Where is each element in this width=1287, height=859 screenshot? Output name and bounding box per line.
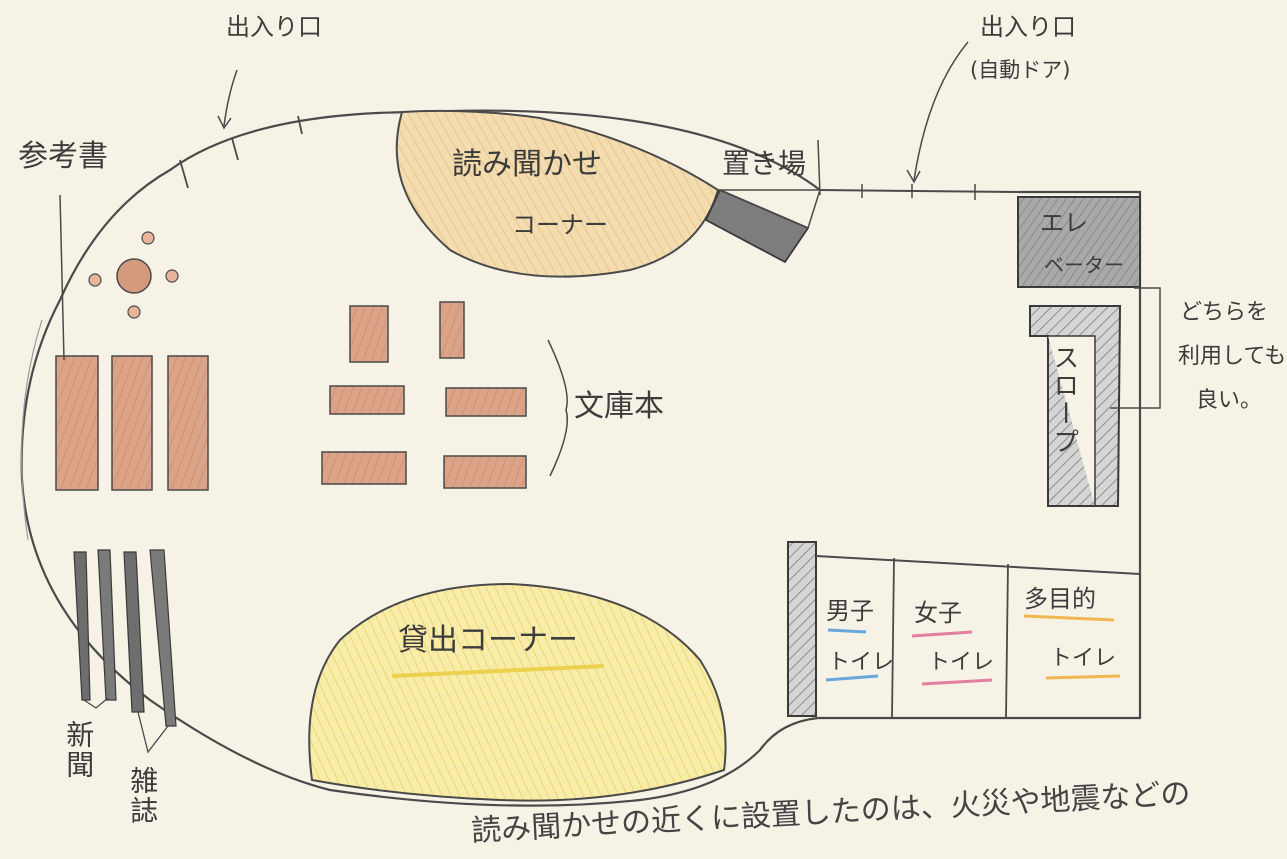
paperback-shelf [443, 455, 527, 489]
storage-area [704, 188, 810, 264]
elevator-label: ベーター [1044, 253, 1124, 277]
womens-toilet-label: トイレ [928, 650, 995, 675]
newspaper-stand [97, 549, 117, 701]
mens-toilet-label: トイレ [828, 650, 895, 675]
entrance-arrow [913, 41, 969, 181]
mens-toilet-label: 男子 [826, 597, 874, 625]
reference-shelf [55, 355, 99, 491]
mens-underline [825, 674, 879, 682]
entrance-label: 出入り口 [226, 13, 322, 41]
reference-shelf [111, 355, 153, 491]
either-ok-label: 利用しても [1178, 344, 1287, 369]
paperback-bracket [547, 339, 569, 477]
lending-corner [308, 582, 727, 802]
mens-underline [827, 628, 867, 634]
paperbacks-label: 文庫本 [574, 389, 664, 424]
slope-label: スロープ [1048, 344, 1079, 456]
chair [88, 273, 102, 287]
automatic-door-label: (自動ドア) [970, 58, 1071, 82]
storytelling-label: コーナー [512, 211, 608, 239]
toilet-divider [891, 557, 895, 719]
storytelling-corner [395, 109, 720, 278]
reference-pointer [59, 194, 65, 361]
entrance-arrow-head [906, 169, 921, 184]
multi-underline [1045, 674, 1121, 680]
entrance-label: 出入り口 [980, 13, 1076, 41]
storage-area [719, 189, 822, 230]
paperback-shelf [439, 301, 465, 359]
chair [127, 305, 141, 319]
newspapers-label: 新聞 [62, 720, 96, 780]
magazines-label: 雑誌 [126, 766, 160, 826]
lending-label-underline [391, 664, 605, 678]
outline-shadow [20, 319, 43, 541]
entrance-tick [179, 159, 189, 189]
storage-label: 置き場 [722, 147, 807, 180]
toilet-divider [1005, 563, 1009, 719]
storytelling-label: 読み聞かせ [452, 147, 602, 182]
reference-books-label: 参考書 [18, 139, 108, 174]
magazine-stand [123, 551, 145, 713]
paperback-shelf [445, 387, 527, 417]
building-outline [20, 109, 1142, 807]
either-ok-bracket [1110, 287, 1161, 409]
multipurpose-toilet-label: 多目的 [1024, 585, 1096, 613]
either-ok-label: どちらを [1180, 300, 1269, 325]
round-table [116, 258, 152, 294]
newspaper-stand [73, 551, 91, 701]
entrance-opening [819, 189, 1019, 193]
reference-shelf [167, 355, 209, 491]
slope-inner [1048, 335, 1096, 506]
elevator-label: エレ [1040, 209, 1088, 237]
multipurpose-toilet-label: トイレ [1050, 646, 1117, 671]
storage-wall [817, 139, 821, 196]
newspaper-pointer [83, 697, 109, 709]
magazine-pointer [137, 711, 169, 754]
womens-underline [911, 630, 973, 638]
magazine-stand [149, 549, 177, 727]
toilet-wall [787, 541, 817, 717]
paperback-shelf [321, 451, 407, 485]
chair [141, 231, 155, 245]
womens-underline [921, 678, 993, 686]
chair [165, 269, 179, 283]
entrance-tick [231, 137, 239, 161]
multi-underline [1023, 614, 1115, 622]
lending-corner-label: 貸出コーナー [398, 623, 578, 658]
toilet-wall [815, 555, 1141, 575]
entrance-arrow [223, 69, 238, 127]
paperback-shelf [329, 385, 405, 415]
entrance-arrow-head [217, 115, 232, 130]
elevator [1017, 196, 1141, 288]
paperback-shelf [349, 305, 389, 363]
either-ok-label: 良い。 [1196, 388, 1263, 413]
womens-toilet-label: 女子 [914, 599, 962, 627]
entrance-tick [297, 115, 303, 135]
